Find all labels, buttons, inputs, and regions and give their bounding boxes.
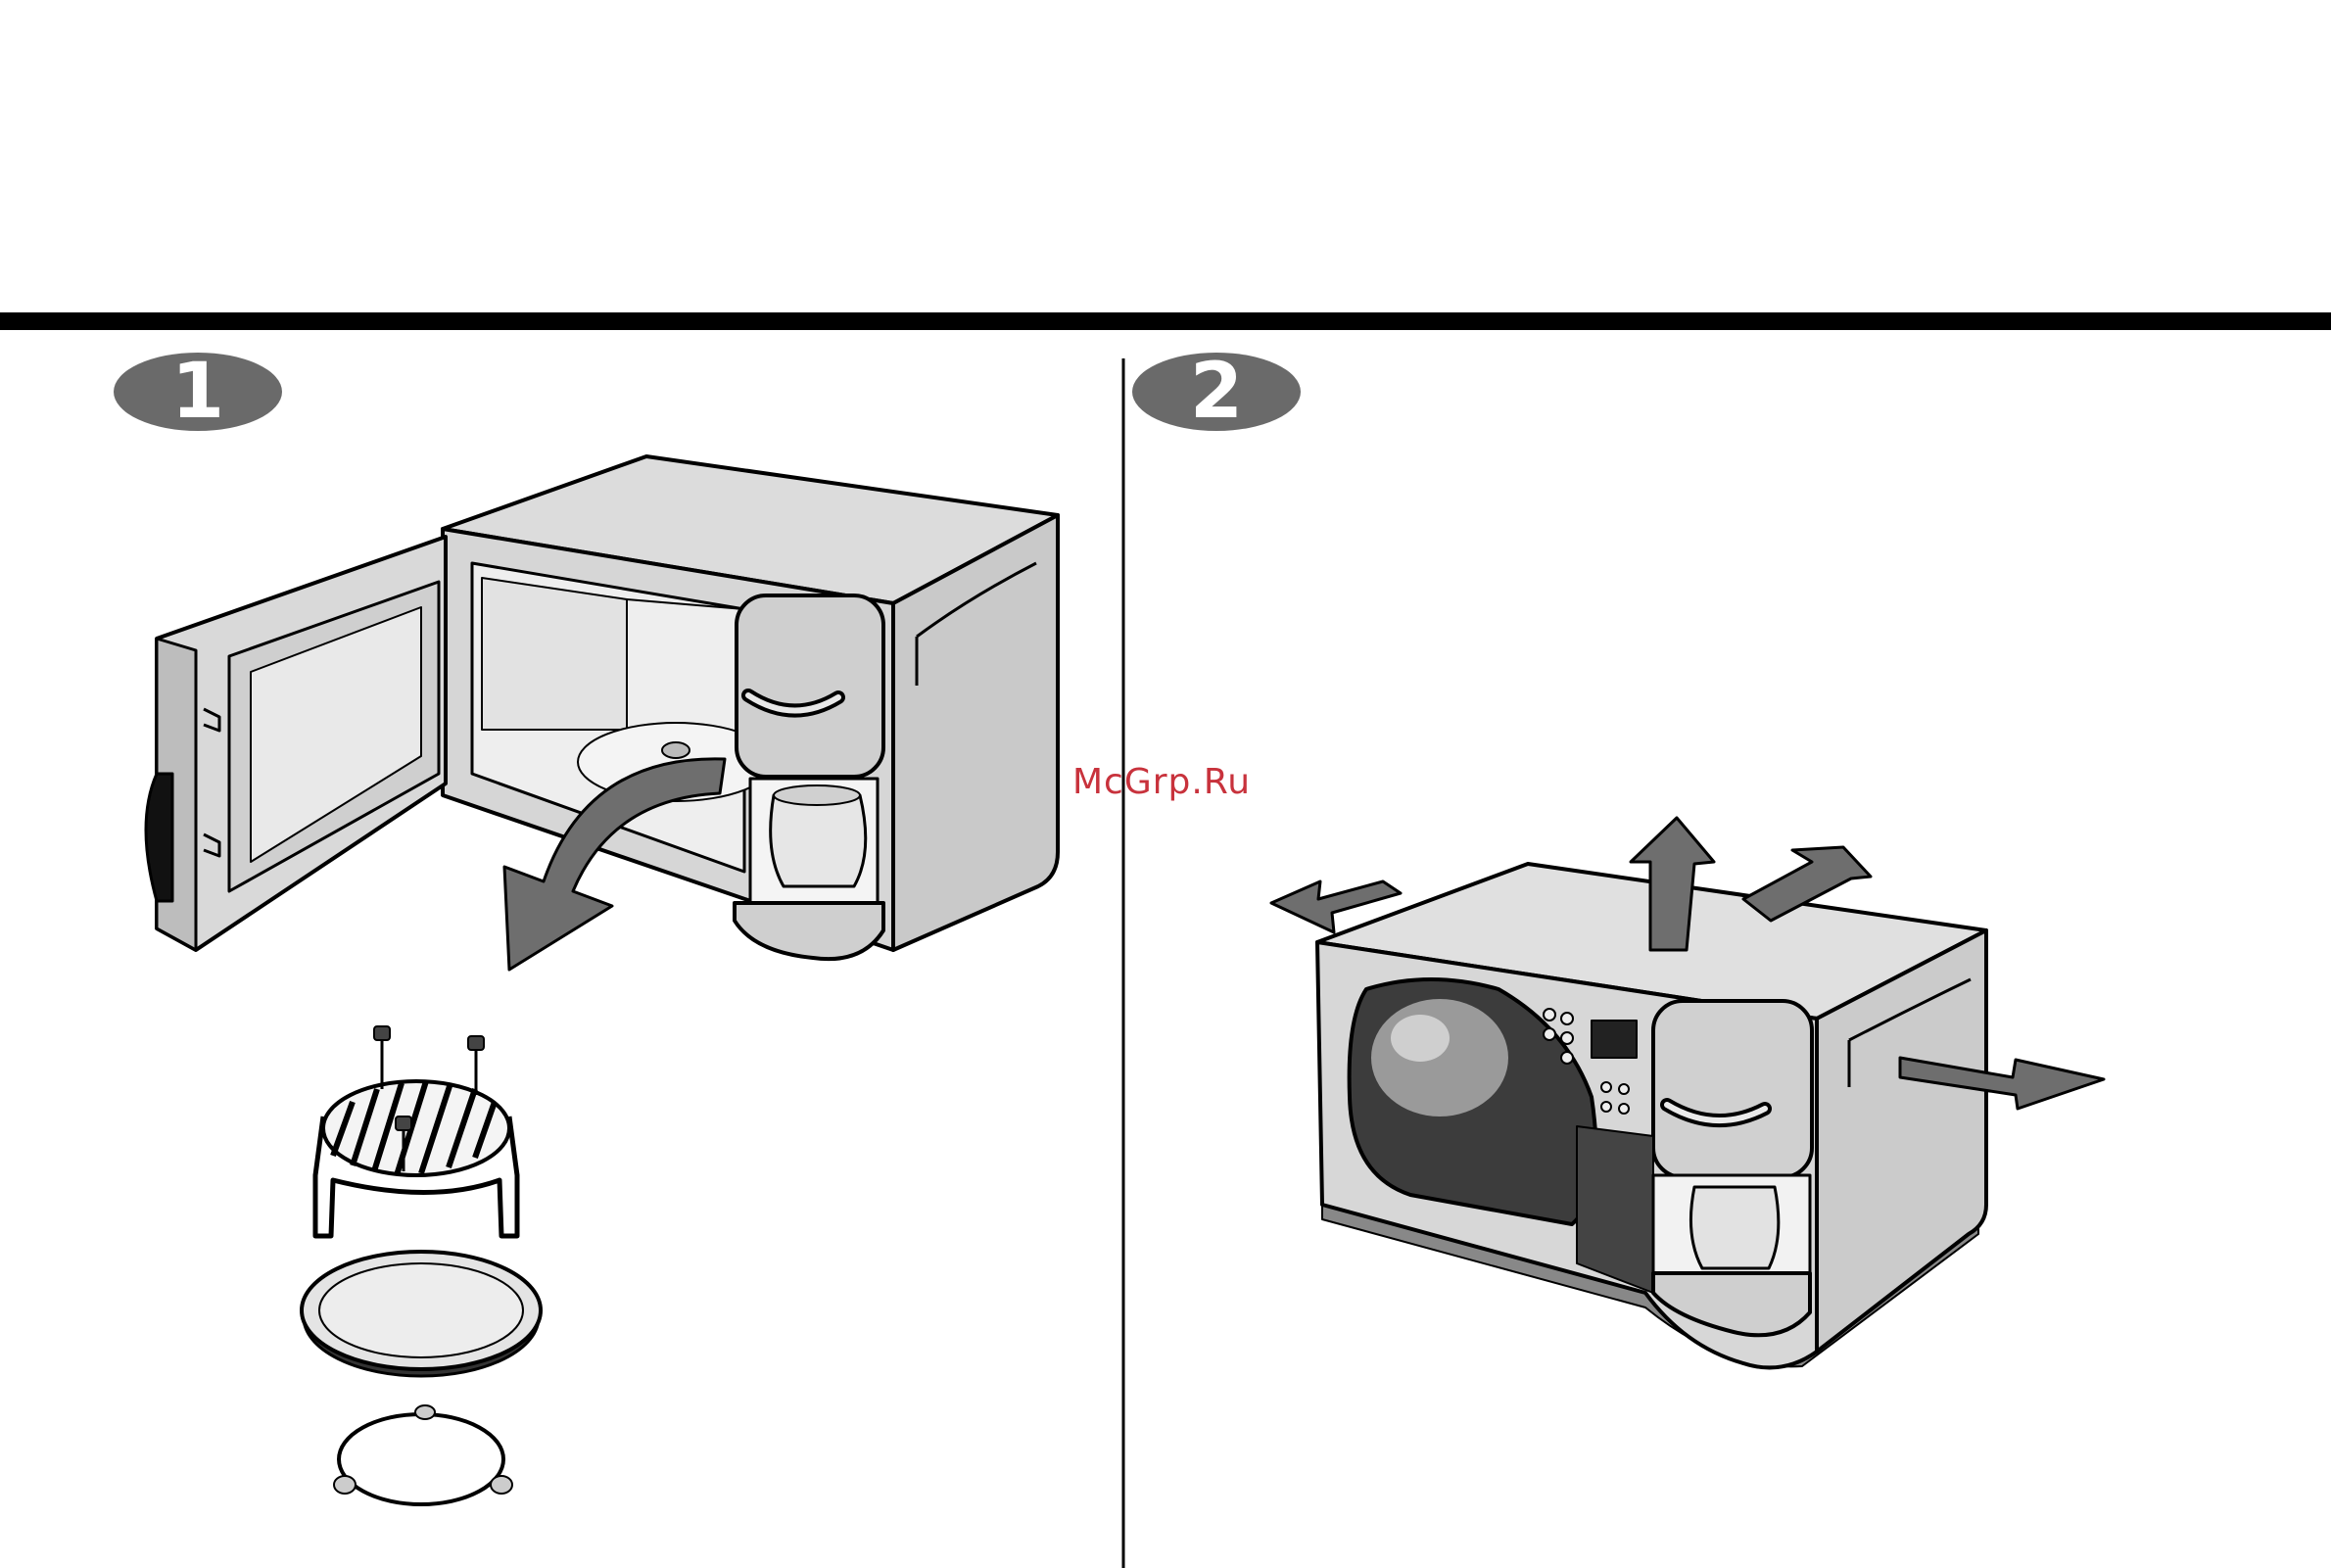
cavity-back-wall bbox=[482, 578, 627, 730]
turntable-plate-illustration bbox=[302, 1252, 541, 1376]
rack-post-left-cap bbox=[374, 1026, 390, 1040]
grill-rack-illustration bbox=[315, 1026, 517, 1236]
watermark-text: McGrp.Ru bbox=[1072, 762, 1251, 802]
rack-post-right-cap bbox=[468, 1036, 484, 1050]
coffee-module-upper bbox=[737, 595, 883, 777]
control-button bbox=[1561, 1013, 1573, 1024]
control-button bbox=[1561, 1052, 1573, 1064]
control-button bbox=[1544, 1009, 1555, 1021]
plate-inner-rim bbox=[319, 1263, 523, 1357]
control-button bbox=[1561, 1032, 1573, 1044]
roller-ring bbox=[339, 1414, 503, 1504]
control-button bbox=[1601, 1102, 1611, 1112]
roller-wheel-top bbox=[415, 1405, 435, 1419]
control-button bbox=[1619, 1104, 1629, 1114]
rack-post-front-cap bbox=[396, 1117, 411, 1130]
display-panel bbox=[1592, 1021, 1637, 1058]
step-2-number: 2 bbox=[1132, 353, 1301, 431]
door-handle bbox=[146, 774, 172, 901]
roller-ring-illustration bbox=[334, 1405, 512, 1504]
control-button bbox=[1601, 1082, 1611, 1092]
coffee-carafe-closed bbox=[1690, 1187, 1778, 1268]
step-1-number: 1 bbox=[114, 353, 282, 431]
coffee-module-upper-closed bbox=[1653, 1001, 1812, 1177]
coffee-carafe bbox=[771, 795, 866, 886]
header-rule bbox=[0, 312, 2331, 330]
open-microwave-illustration bbox=[146, 456, 1058, 970]
coffee-module-base bbox=[735, 903, 883, 959]
door-window-highlight bbox=[1371, 999, 1508, 1117]
turntable-drive-hub bbox=[662, 742, 690, 758]
roller-wheel-left bbox=[334, 1476, 356, 1494]
control-button bbox=[1619, 1084, 1629, 1094]
door-window-shine bbox=[1391, 1015, 1450, 1062]
coffee-carafe-lid bbox=[774, 785, 860, 805]
control-button bbox=[1544, 1028, 1555, 1040]
roller-wheel-right bbox=[491, 1476, 512, 1494]
cavity-dark bbox=[1577, 1126, 1653, 1293]
